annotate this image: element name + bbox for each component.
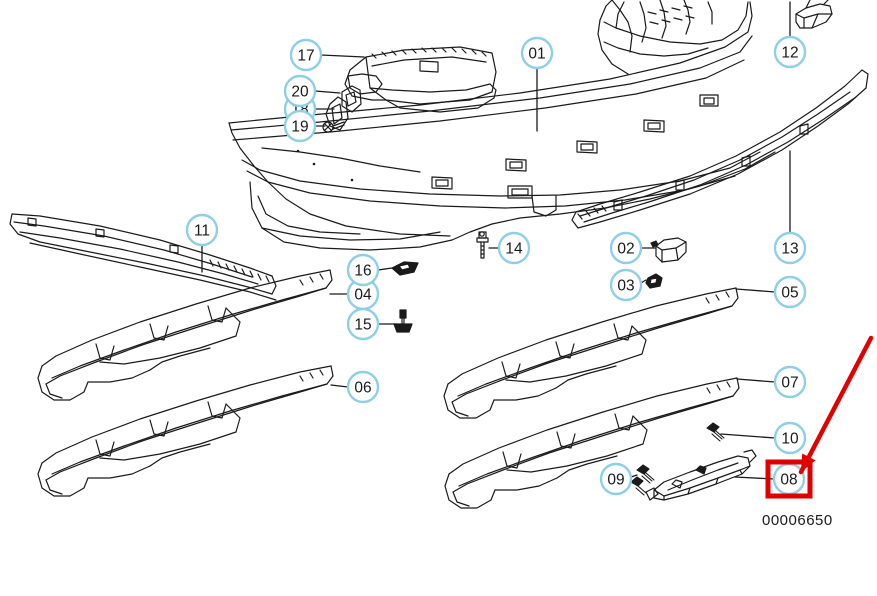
callout-05[interactable]: 05 <box>773 275 807 309</box>
callout-01[interactable]: 01 <box>520 36 554 70</box>
callout-label-14: 14 <box>505 241 523 258</box>
highlight-annotation <box>765 335 874 499</box>
part-06-impact-strip <box>37 365 334 497</box>
callout-ring-09 <box>599 462 633 496</box>
callout-label-16: 16 <box>354 263 371 280</box>
callout-20[interactable]: 20 <box>283 74 317 108</box>
part-14-bolt <box>476 231 489 259</box>
leader-line-16 <box>377 267 393 271</box>
callout-ring-14 <box>497 231 531 265</box>
callout-ring-16 <box>346 253 380 287</box>
part-08-support-bracket <box>645 449 757 501</box>
callout-label-07: 07 <box>781 375 798 392</box>
part-03-clip <box>645 273 663 289</box>
callout-label-20: 20 <box>291 84 309 101</box>
leader-line-07 <box>736 378 776 383</box>
callout-ring-02 <box>609 231 643 265</box>
callout-15[interactable]: 15 <box>346 307 380 341</box>
callout-10[interactable]: 10 <box>773 421 807 455</box>
callout-ring-17 <box>289 38 323 72</box>
callout-03[interactable]: 03 <box>609 268 643 302</box>
callout-label-17: 17 <box>297 48 314 65</box>
leader-line-06 <box>330 384 349 388</box>
callout-label-19: 19 <box>291 119 308 136</box>
callout-label-09: 09 <box>607 472 624 489</box>
callout-ring-05 <box>773 275 807 309</box>
callout-ring-19 <box>283 109 317 143</box>
callout-label-15: 15 <box>354 317 371 334</box>
callout-11[interactable]: 11 <box>185 213 219 247</box>
part-18-bracket <box>325 96 349 131</box>
part-12-bracket <box>795 0 833 29</box>
part-07-impact-strip <box>444 377 740 509</box>
callout-ring-12 <box>773 35 807 69</box>
part-02-bracket <box>650 237 687 263</box>
callout-ring-07 <box>773 365 807 399</box>
callout-ring-13 <box>773 231 807 265</box>
callout-09[interactable]: 09 <box>599 462 633 496</box>
callout-04[interactable]: 04 <box>346 277 380 311</box>
callout-label-08: 08 <box>780 472 797 489</box>
callout-circles: 0102030405060708091011121314151617181920 <box>185 35 807 496</box>
part-15-expanding-rivet <box>393 309 413 333</box>
catalog-number-label: 00006650 <box>762 512 833 529</box>
callout-ring-10 <box>773 421 807 455</box>
callout-label-12: 12 <box>781 45 798 62</box>
callout-19[interactable]: 19 <box>283 109 317 143</box>
callout-ring-11 <box>185 213 219 247</box>
callout-17[interactable]: 17 <box>289 38 323 72</box>
callout-label-06: 06 <box>354 380 371 397</box>
callout-label-11: 11 <box>194 223 210 240</box>
callout-ring-15 <box>346 307 380 341</box>
part-11-side-trim-strip <box>9 213 277 301</box>
part-05-impact-strip <box>443 287 739 419</box>
part-20-clip-bracket <box>341 85 362 113</box>
callout-13[interactable]: 13 <box>773 231 807 265</box>
highlight-arrow-shaft <box>798 335 874 475</box>
callout-label-01: 01 <box>528 46 545 63</box>
callout-ring-03 <box>609 268 643 302</box>
callout-16[interactable]: 16 <box>346 253 380 287</box>
callout-07[interactable]: 07 <box>773 365 807 399</box>
callout-ring-06 <box>346 370 380 404</box>
leader-line-05 <box>735 288 776 293</box>
leader-line-10 <box>720 433 776 439</box>
callout-02[interactable]: 02 <box>609 231 643 265</box>
leader-line-17 <box>320 54 365 58</box>
part-09-screws <box>630 464 655 496</box>
callout-ring-20 <box>283 74 317 108</box>
callout-label-13: 13 <box>781 241 798 258</box>
callout-label-10: 10 <box>781 431 799 448</box>
part-17-corner-trim <box>344 46 497 113</box>
part-04-impact-strip <box>37 269 333 401</box>
callout-label-04: 04 <box>354 287 372 304</box>
callout-label-05: 05 <box>781 285 798 302</box>
callout-08[interactable]: 08 <box>772 462 806 496</box>
callout-06[interactable]: 06 <box>346 370 380 404</box>
leader-line-20 <box>314 90 341 94</box>
callout-label-02: 02 <box>617 241 634 258</box>
callout-leader-lines <box>201 1 791 480</box>
callout-ring-01 <box>520 36 554 70</box>
part-13-trim-strip <box>571 69 869 229</box>
part-19-screw <box>322 121 345 133</box>
part-10-screws <box>706 422 725 442</box>
callout-12[interactable]: 12 <box>773 35 807 69</box>
part-16-clip-plate <box>391 261 419 276</box>
highlight-box-08[interactable] <box>765 459 813 499</box>
callout-14[interactable]: 14 <box>497 231 531 265</box>
callout-label-03: 03 <box>617 278 634 295</box>
